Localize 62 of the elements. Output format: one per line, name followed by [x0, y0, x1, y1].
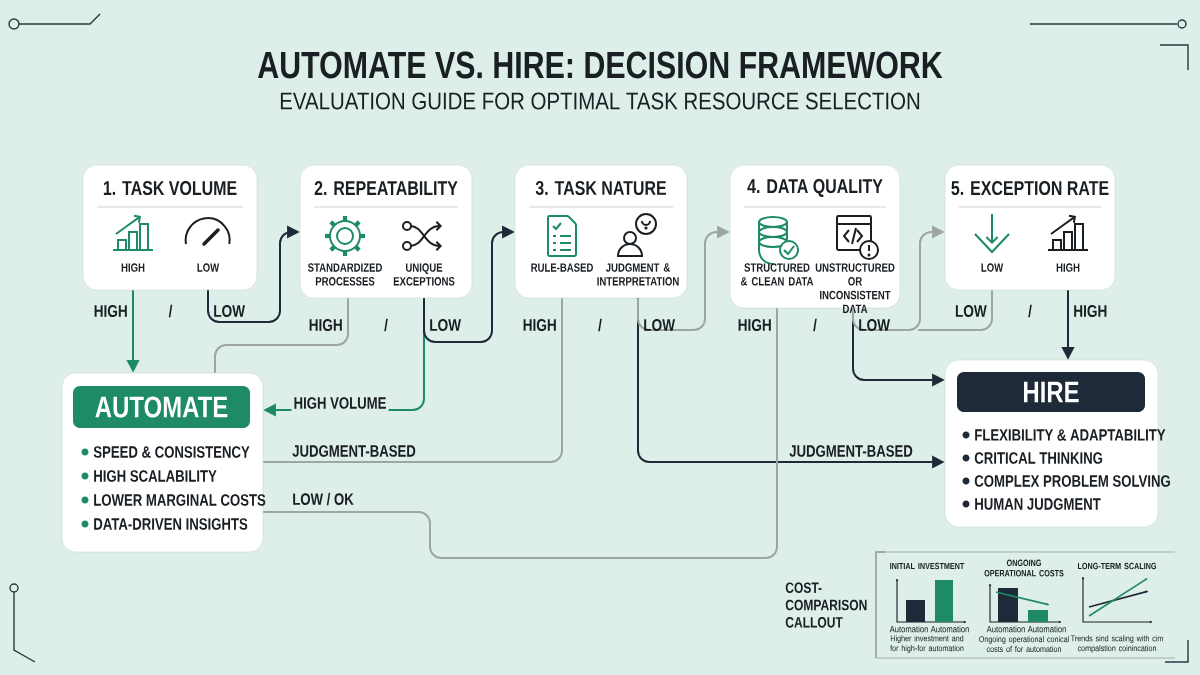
option-label: LOW: [981, 263, 1004, 272]
callout-heading: COST-COMPARISON CALLOUT: [785, 582, 867, 628]
chart-text: LONG-TERM SCALING: [1078, 562, 1157, 570]
branch-label: /: [384, 318, 388, 332]
chart-text: Automation: [889, 625, 928, 633]
branch-label: LOW: [644, 319, 676, 332]
decision-card: [299, 164, 473, 299]
bullet-text: SPEED & CONSISTENCY: [93, 446, 250, 458]
branch-label: HIGH: [309, 319, 342, 332]
branch-label: HIGH: [738, 319, 771, 332]
edge-label: JUDGMENT-BASED: [290, 443, 418, 459]
option-label: HIGH: [121, 263, 145, 272]
branch-label: LOW: [955, 305, 987, 318]
chart-text: ONGOING OPERATIONAL COSTS: [984, 559, 1064, 577]
outcome-card: [61, 372, 266, 553]
title: AUTOMATE VS. HIRE: DECISION FRAMEWORK: [258, 51, 943, 79]
bullet-text: HUMAN JUDGMENT: [975, 498, 1101, 510]
option-label: LOW: [197, 263, 220, 272]
option-label: UNIQUE EXCEPTIONS: [393, 263, 455, 286]
option-label: UNSTRUCTURED OR INCONSISTENT DATA: [815, 263, 895, 313]
edge-label: JUDGMENT-BASED: [787, 443, 915, 459]
option-label: STRUCTURED & CLEAN DATA: [740, 263, 814, 286]
chart-text: Ongoing operational conical costs of for automation: [979, 635, 1069, 653]
card-title: 4. DATA QUALITY: [747, 179, 883, 197]
chart-text: INITIAL INVESTMENT: [890, 562, 965, 570]
option-label: HIGH: [1056, 263, 1080, 272]
chart-text: Trends sind scaling with cim compalstion coinincation: [1070, 635, 1163, 653]
outcome-banner: AUTOMATE: [73, 386, 250, 428]
chart-text: Automation: [986, 625, 1025, 633]
decision-card: [514, 164, 688, 299]
bullet-text: COMPLEX PROBLEM SOLVING: [974, 475, 1170, 487]
bullet-text: CRITICAL THINKING: [974, 452, 1103, 464]
branch-label: LOW: [214, 305, 245, 318]
cost-comparison-panel: [785, 551, 1176, 659]
bullet-text: FLEXIBILITY & ADAPTABILITY: [975, 429, 1166, 441]
card-title: 3. TASK NATURE: [535, 180, 667, 196]
option-label: STANDARDIZED PROCESSES: [307, 263, 382, 286]
branch-label: HIGH: [94, 305, 127, 318]
decision-card: [944, 164, 1116, 291]
edge-label: HIGH VOLUME: [291, 395, 389, 411]
branch-label: HIGH: [523, 319, 556, 332]
branch-label: LOW: [430, 319, 461, 332]
outcome-card: [944, 359, 1170, 528]
chart-text: Automation: [1027, 625, 1066, 633]
bullet-text: HIGH SCALABILITY: [94, 470, 217, 482]
branch-label: /: [598, 318, 602, 332]
subtitle: EVALUATION GUIDE FOR OPTIMAL TASK RESOURCE SELECTION: [280, 92, 920, 110]
card-title: 5. EXCEPTION RATE: [951, 180, 1109, 196]
chart-text: Automation: [930, 625, 969, 633]
chart-text: Higher investment and for high-for automation: [890, 635, 964, 653]
decision-card: [729, 164, 901, 313]
branch-label: LOW: [859, 319, 891, 332]
branch-label: /: [1028, 304, 1032, 318]
option-label: RULE-BASED: [531, 263, 593, 272]
outcome-banner: HIRE: [957, 372, 1145, 412]
card-title: 2. REPEATABILITY: [314, 181, 458, 195]
decision-card: [82, 164, 258, 291]
bullet-text: DATA-DRIVEN INSIGHTS: [94, 518, 248, 530]
branch-label: HIGH: [1074, 305, 1107, 318]
card-title: 1. TASK VOLUME: [103, 180, 237, 196]
bullet-text: LOWER MARGINAL COSTS: [94, 494, 266, 506]
option-label: JUDGMENT & INTERPRETATION: [597, 263, 679, 286]
